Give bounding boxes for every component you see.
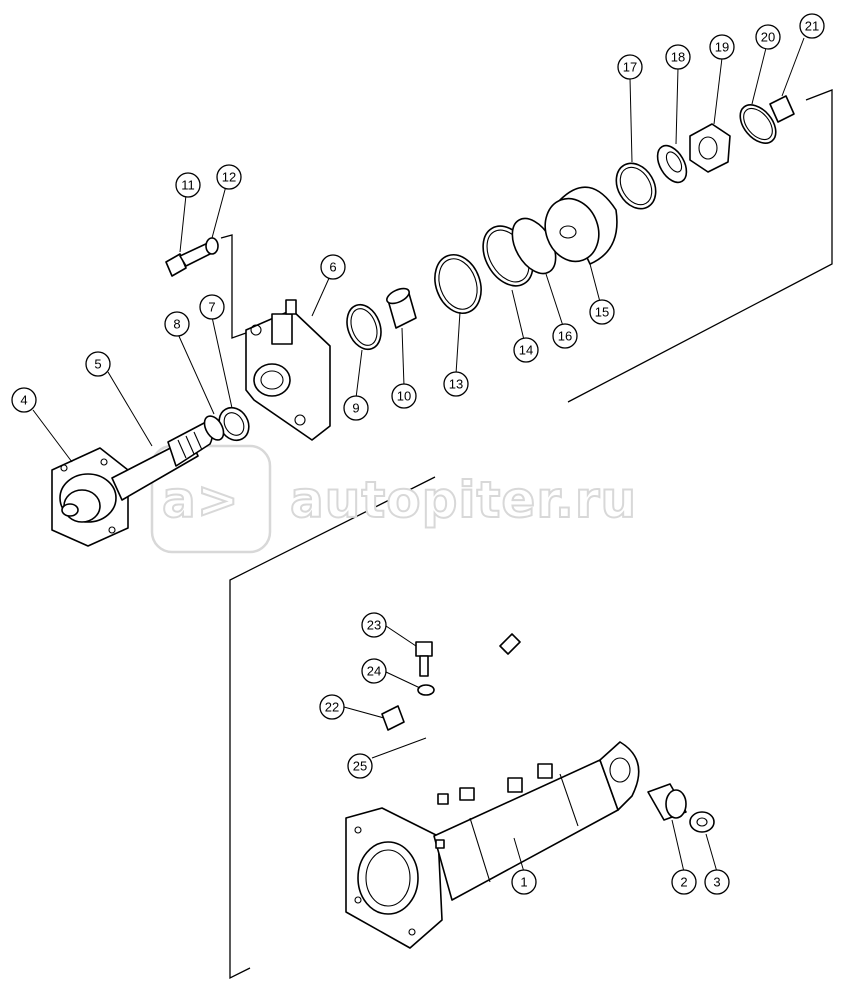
callout-18: 18 — [665, 44, 691, 70]
svg-text:9: 9 — [352, 401, 359, 416]
assembly-frame-lines — [220, 89, 833, 980]
svg-text:5: 5 — [94, 357, 101, 372]
svg-text:6: 6 — [329, 260, 336, 275]
callout-3: 3 — [704, 869, 730, 895]
svg-text:16: 16 — [558, 329, 572, 344]
part-3-washer — [689, 811, 715, 833]
callout-14: 14 — [513, 337, 539, 363]
svg-text:15: 15 — [595, 305, 609, 320]
part-21-plug — [769, 95, 795, 123]
callout-8: 8 — [164, 311, 190, 337]
svg-text:12: 12 — [222, 170, 236, 185]
svg-text:8: 8 — [173, 317, 180, 332]
svg-text:23: 23 — [367, 618, 381, 633]
part-20-ring — [739, 104, 777, 144]
svg-text:11: 11 — [181, 178, 195, 193]
svg-text:13: 13 — [449, 377, 463, 392]
callout-7: 7 — [199, 294, 225, 320]
callout-12: 12 — [216, 164, 242, 190]
part-1-cylinder — [345, 741, 640, 949]
callout-16: 16 — [552, 323, 578, 349]
callout-20: 20 — [755, 24, 781, 50]
callout-6: 6 — [320, 254, 346, 280]
svg-text:2: 2 — [680, 875, 687, 890]
callout-4: 4 — [11, 387, 37, 413]
part-24-washer — [417, 684, 435, 696]
callout-13: 13 — [443, 371, 469, 397]
svg-text:18: 18 — [671, 50, 685, 65]
svg-text:1: 1 — [520, 875, 527, 890]
svg-text:7: 7 — [208, 300, 215, 315]
callout-25: 25 — [347, 753, 373, 779]
part-23-bolt — [415, 641, 433, 677]
callout-11: 11 — [175, 172, 201, 198]
part-15-piston — [544, 186, 618, 265]
callout-5: 5 — [85, 351, 111, 377]
callout-2: 2 — [671, 869, 697, 895]
part-18-washer — [656, 144, 688, 184]
svg-text:25: 25 — [353, 759, 367, 774]
callout-9: 9 — [343, 395, 369, 421]
svg-text:24: 24 — [367, 664, 381, 679]
callout-19: 19 — [709, 34, 735, 60]
part-6-housing — [245, 299, 331, 441]
part-8-ring — [203, 415, 225, 441]
part-10-bushing — [386, 287, 417, 329]
callout-17: 17 — [617, 54, 643, 80]
svg-text:4: 4 — [20, 393, 27, 408]
callout-1: 1 — [511, 869, 537, 895]
callout-15: 15 — [589, 299, 615, 325]
part-25-pipe — [394, 633, 521, 730]
watermark-text: autopiter.ru — [290, 471, 637, 529]
callout-22: 22 — [319, 694, 345, 720]
svg-text:17: 17 — [623, 60, 637, 75]
svg-text:20: 20 — [761, 30, 775, 45]
svg-text:19: 19 — [715, 40, 729, 55]
part-12-washer — [205, 237, 219, 255]
part-13-ring — [434, 254, 482, 314]
callout-23: 23 — [361, 612, 387, 638]
part-4-flange — [51, 447, 129, 547]
svg-text:10: 10 — [397, 389, 411, 404]
part-17-ring — [615, 162, 657, 210]
part-22-fitting — [381, 705, 405, 731]
part-2-bushing — [647, 783, 687, 821]
svg-text:3: 3 — [713, 875, 720, 890]
part-9-ring — [346, 303, 382, 351]
callout-21: 21 — [799, 13, 825, 39]
svg-text:21: 21 — [805, 19, 819, 34]
part-19-nut — [689, 123, 731, 173]
watermark: a> autopiter.ru — [150, 444, 637, 554]
svg-text:22: 22 — [325, 700, 339, 715]
part-5-shaft — [111, 421, 214, 501]
callout-24: 24 — [361, 658, 387, 684]
svg-text:14: 14 — [519, 343, 533, 358]
watermark-logo: a> — [162, 471, 240, 529]
leader-lines — [32, 37, 805, 873]
callout-10: 10 — [391, 383, 417, 409]
